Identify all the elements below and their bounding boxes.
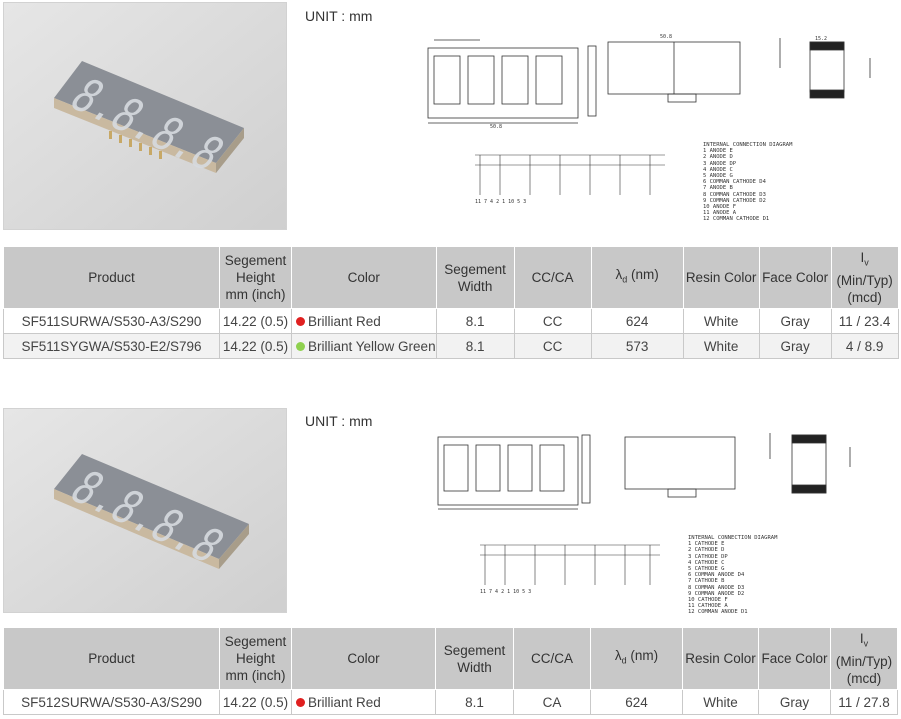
- connection-line: 4 CATHODE C: [688, 559, 725, 566]
- cell-width: 8.1: [435, 308, 515, 334]
- cell-wavelength: 624: [590, 689, 683, 715]
- connection-line: 11 ANODE A: [703, 210, 737, 217]
- connection-line: 12 COMMAN ANODE D1: [688, 609, 748, 616]
- cell-face: Gray: [758, 689, 831, 715]
- led-display-image: 8.8.8.8: [4, 3, 286, 229]
- connection-line: 9 COMMAN ANODE D2: [688, 590, 745, 597]
- connection-line: 6 COMMAN ANODE D4: [688, 572, 745, 579]
- header-ccca: CC/CA: [513, 246, 592, 309]
- connection-line: 7 CATHODE B: [688, 578, 725, 585]
- product-section-2: 8.8.8.8 UNIT : mm 11 7 4 2 1 10 5 3: [0, 405, 901, 719]
- svg-text:11 7 4 2 1 10 5 3: 11 7 4 2 1 10 5 3: [475, 199, 526, 205]
- connection-line: 5 CATHODE G: [688, 566, 725, 573]
- cell-color: Brilliant Red: [291, 308, 437, 334]
- table-row: SF511SYGWA/S530-E2/S796 14.22 (0.5) Bril…: [3, 333, 899, 359]
- cell-product: SF511SURWA/S530-A3/S290: [3, 308, 220, 334]
- circuit-drawing: 11 7 4 2 1 10 5 3: [475, 154, 665, 205]
- connection-line: 5 ANODE G: [703, 173, 733, 180]
- cell-color: Brilliant Yellow Green: [291, 333, 437, 359]
- header-iv: Iv (Min/Typ) (mcd): [830, 246, 899, 309]
- svg-text:15.2: 15.2: [815, 36, 827, 42]
- connection-line: 2 CATHODE D: [688, 547, 725, 554]
- connection-line: 3 ANODE DP: [703, 160, 737, 167]
- connection-line: 3 CATHODE DP: [688, 553, 728, 560]
- cell-wavelength: 624: [590, 308, 684, 334]
- connection-line: 8 COMMAN CATHODE D3: [703, 191, 766, 198]
- connection-line: 8 COMMAN ANODE D3: [688, 584, 745, 591]
- connection-line: 1 ANODE E: [703, 148, 733, 155]
- connection-diagram-2: INTERNAL CONNECTION DIAGRAM 1 CATHODE E …: [688, 535, 777, 616]
- cell-ccca: CC: [513, 308, 592, 334]
- unit-label: UNIT : mm: [305, 8, 373, 24]
- cell-ccca: CC: [513, 333, 592, 359]
- color-dot-icon: [296, 316, 305, 326]
- unit-label: UNIT : mm: [305, 413, 373, 429]
- connection-line: 6 COMMAN CATHODE D4: [703, 179, 766, 186]
- spec-table-2: Product Segement Height mm (inch) Color …: [3, 627, 898, 715]
- header-color: Color: [291, 246, 437, 309]
- connection-line: 12 COMMAN CATHODE D1: [703, 216, 770, 223]
- svg-text:11 7 4 2 1 10 5 3: 11 7 4 2 1 10 5 3: [480, 589, 531, 595]
- cell-height: 14.22 (0.5): [219, 333, 292, 359]
- product-photo-2: 8.8.8.8: [3, 408, 287, 613]
- header-width: Segement Width: [435, 246, 515, 309]
- header-ccca: CC/CA: [513, 627, 591, 690]
- cell-resin: White: [682, 689, 759, 715]
- cell-iv: 4 / 8.9: [830, 333, 899, 359]
- dimension-drawing: 50.8 50.8 15.2: [427, 34, 871, 128]
- cell-ccca: CA: [513, 689, 591, 715]
- cell-product: SF511SYGWA/S530-E2/S796: [3, 333, 220, 359]
- cell-face: Gray: [758, 333, 832, 359]
- connection-line: 1 CATHODE E: [688, 541, 725, 548]
- table-row: SF512SURWA/S530-A3/S290 14.22 (0.5) Bril…: [3, 689, 898, 715]
- cell-iv: 11 / 23.4: [830, 308, 899, 334]
- connection-line: 4 ANODE C: [703, 166, 733, 173]
- connection-line: 7 ANODE B: [703, 185, 733, 192]
- cell-product: SF512SURWA/S530-A3/S290: [3, 689, 220, 715]
- header-wavelength: λd (nm): [590, 246, 684, 309]
- product-photo-1: 8.8.8.8: [3, 2, 287, 230]
- cell-resin: White: [682, 308, 760, 334]
- header-height: Segement Height mm (inch): [219, 246, 292, 309]
- cell-color: Brilliant Red: [291, 689, 436, 715]
- header-width: Segement Width: [435, 627, 514, 690]
- color-dot-icon: [296, 697, 305, 707]
- svg-text:50.8: 50.8: [660, 34, 672, 40]
- connection-line: 10 CATHODE F: [688, 597, 728, 604]
- header-height: Segement Height mm (inch): [219, 627, 292, 690]
- connection-diagram-1: INTERNAL CONNECTION DIAGRAM 1 ANODE E 2 …: [703, 142, 792, 223]
- connection-line: 9 COMMAN CATHODE D2: [703, 197, 766, 204]
- cell-height: 14.22 (0.5): [219, 308, 292, 334]
- header-resin-color: Resin Color: [682, 246, 760, 309]
- cell-wavelength: 573: [590, 333, 684, 359]
- dimension-drawing: [437, 433, 851, 510]
- connection-line: 11 CATHODE A: [688, 603, 728, 610]
- color-dot-icon: [296, 341, 305, 351]
- cell-resin: White: [682, 333, 760, 359]
- cell-iv: 11 / 27.8: [830, 689, 898, 715]
- circuit-drawing: 11 7 4 2 1 10 5 3: [480, 544, 660, 595]
- connection-line: 10 ANODE F: [703, 204, 737, 211]
- header-product: Product: [3, 246, 220, 309]
- table-row: SF511SURWA/S530-A3/S290 14.22 (0.5) Bril…: [3, 308, 899, 334]
- header-face-color: Face Color: [758, 627, 831, 690]
- cell-height: 14.22 (0.5): [219, 689, 292, 715]
- cell-face: Gray: [758, 308, 832, 334]
- header-face-color: Face Color: [758, 246, 832, 309]
- header-wavelength: λd (nm): [590, 627, 683, 690]
- connection-title: INTERNAL CONNECTION DIAGRAM: [703, 142, 793, 148]
- cell-width: 8.1: [435, 333, 515, 359]
- cell-width: 8.1: [435, 689, 514, 715]
- connection-title: INTERNAL CONNECTION DIAGRAM: [688, 535, 778, 541]
- header-iv: Iv (Min/Typ) (mcd): [830, 627, 898, 690]
- header-product: Product: [3, 627, 220, 690]
- led-display-image: 8.8.8.8: [4, 409, 286, 612]
- spec-table-1: Product Segement Height mm (inch) Color …: [3, 246, 899, 359]
- connection-line: 2 ANODE D: [703, 154, 733, 161]
- header-resin-color: Resin Color: [682, 627, 759, 690]
- svg-text:50.8: 50.8: [490, 124, 502, 128]
- header-color: Color: [291, 627, 436, 690]
